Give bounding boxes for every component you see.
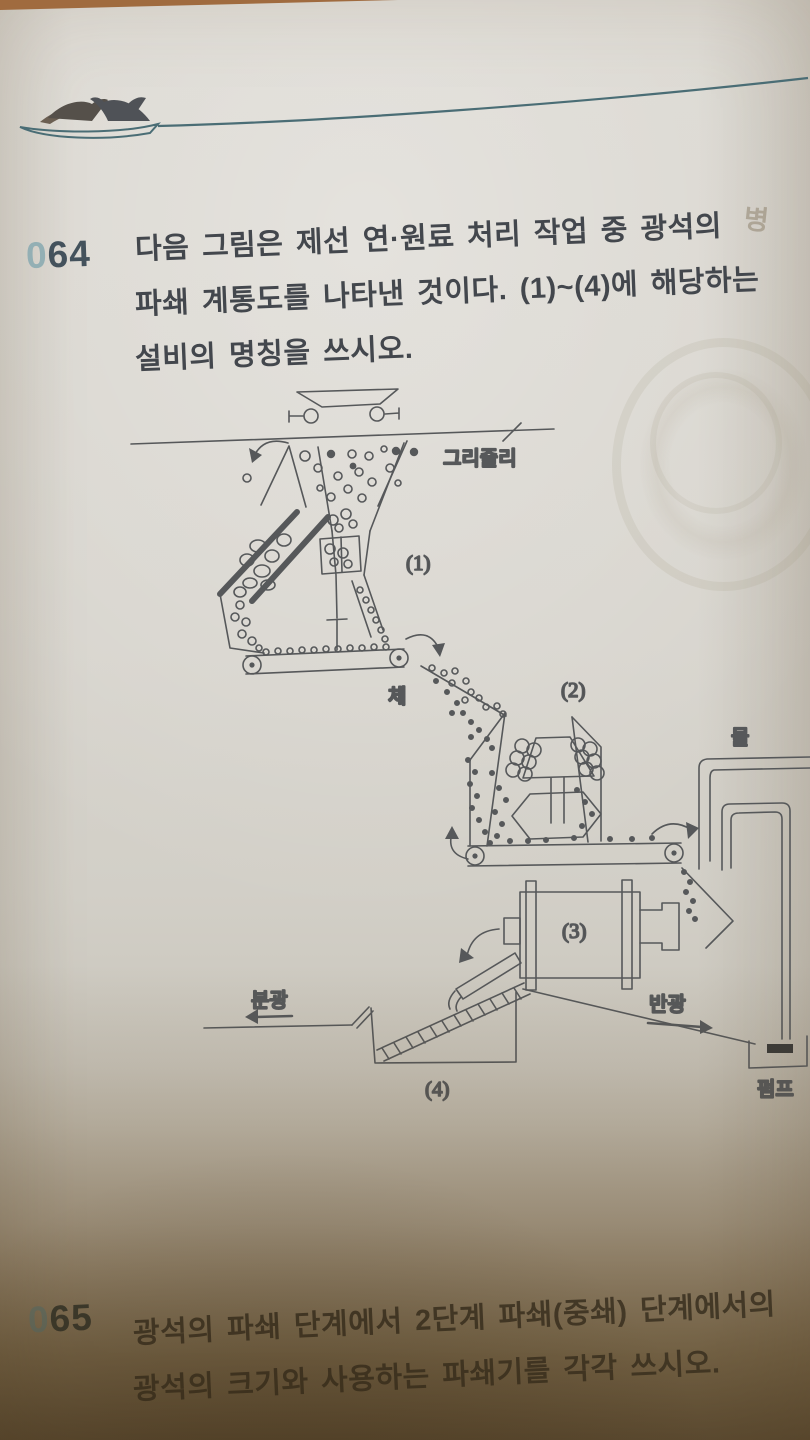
- crushing-flow-diagram: 그리즐리 체 물 분광 반광 펌프 (1) (2) (3) (4): [130, 388, 810, 1102]
- label-equipment-1: (1): [406, 551, 431, 575]
- label-water: 물: [731, 726, 749, 749]
- question-number-rest: 65: [48, 1296, 94, 1340]
- equipment-3-mill: [503, 879, 680, 991]
- label-sieve: 체: [388, 685, 406, 708]
- label-return-ore: 반광: [649, 993, 686, 1016]
- header-decoration: [19, 76, 809, 139]
- header-rule-line: [157, 76, 809, 128]
- showthrough-text: 병: [742, 203, 771, 237]
- question-number-rest: 64: [46, 232, 92, 276]
- label-grizzly: 그리즐리: [443, 447, 517, 470]
- question-number-prefix: 0: [25, 234, 49, 277]
- label-fine-ore: 분광: [251, 989, 288, 1012]
- screen-underflow: [420, 664, 507, 846]
- equipment-1-crusher: [317, 442, 405, 651]
- label-equipment-4: (4): [425, 1077, 450, 1101]
- question-text-line: 광석의 크기와 사용하는 파쇄기를 각각 쓰시오.: [132, 1347, 722, 1406]
- transfer-arrowhead-2: [445, 826, 459, 839]
- equipment-2-crusher: [469, 712, 605, 847]
- transfer-arrowhead-1: [432, 643, 445, 657]
- question-number-prefix: 0: [27, 1298, 51, 1341]
- ground-line: [130, 422, 555, 445]
- label-equipment-3: (3): [562, 919, 587, 943]
- lump-ore-chute: [217, 509, 331, 654]
- transfer-arrowhead-3: [686, 822, 699, 839]
- mill-discharge-arrowhead: [459, 948, 474, 963]
- question-number: 064: [25, 233, 91, 277]
- mill-feed-chute: [680, 867, 734, 949]
- label-pump: 펌프: [757, 1078, 794, 1101]
- open-book-icon: [19, 97, 161, 139]
- conveyor-belt-1: [242, 643, 409, 675]
- question-text-line: 다음 그림은 제선 연·원료 처리 작업 중 광석의: [134, 210, 723, 266]
- question-text-line: 파쇄 계통도를 나타낸 것이다. (1)~(4)에 해당하는: [134, 263, 760, 321]
- reject-arrowhead: [249, 448, 262, 463]
- mine-cart-icon: [288, 388, 400, 424]
- label-equipment-2: (2): [561, 678, 586, 702]
- question-number: 065: [27, 1297, 94, 1342]
- transfer-arrow-3: [651, 823, 693, 835]
- mill-discharge-arrow: [466, 928, 500, 957]
- pump-sump: [748, 1035, 808, 1069]
- return-ore-line: [522, 988, 756, 1045]
